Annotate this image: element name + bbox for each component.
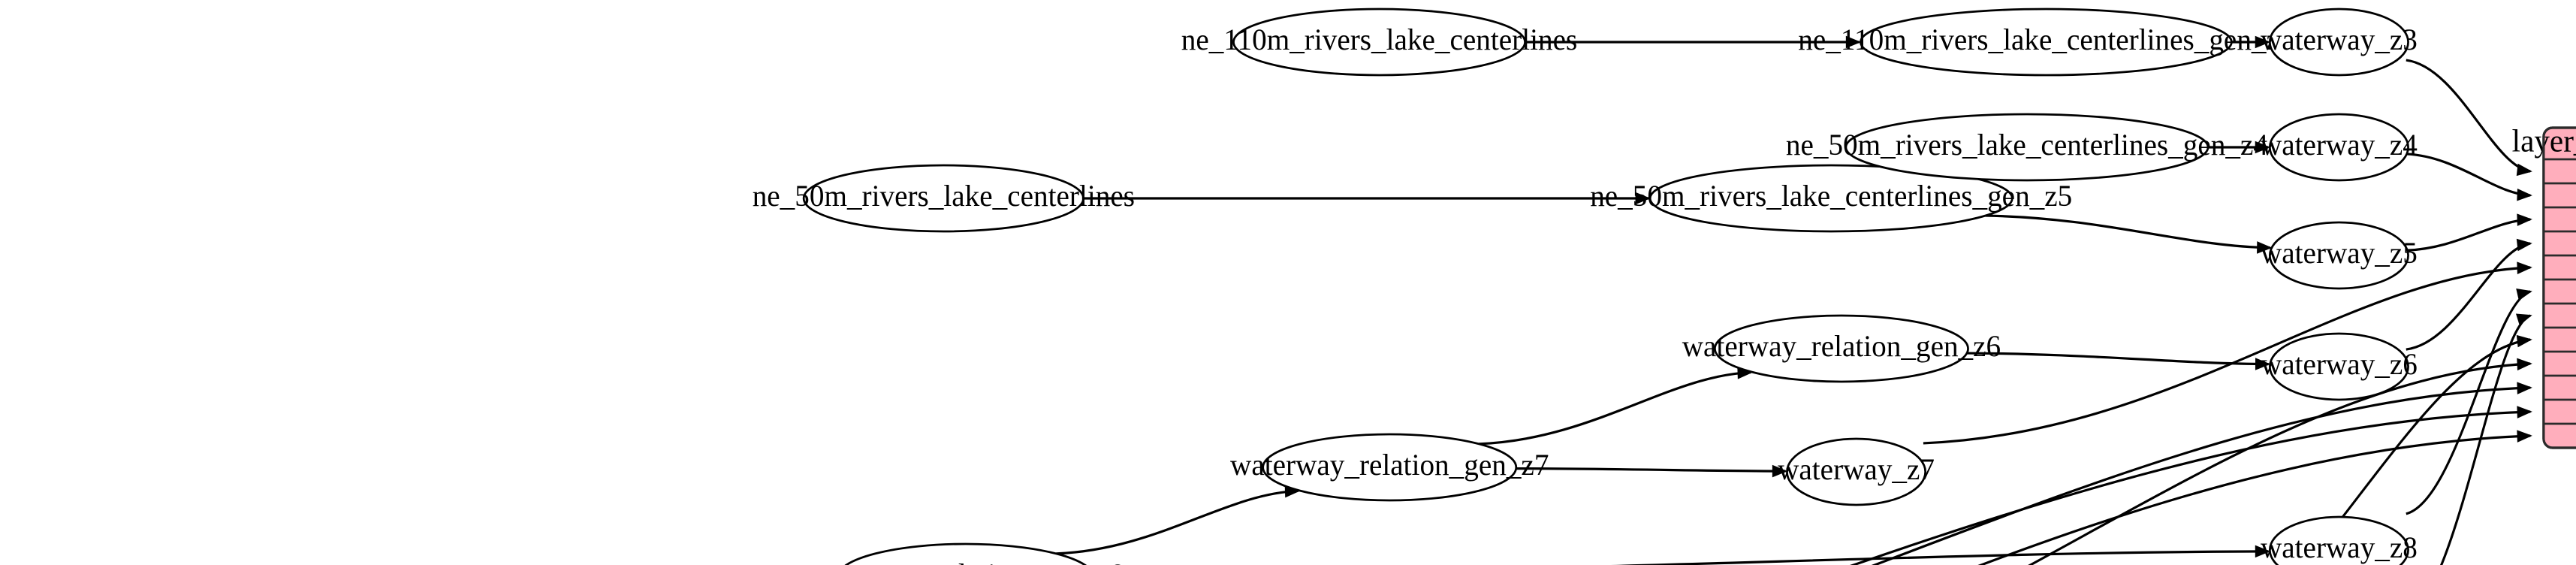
graph-edge xyxy=(2406,153,2531,197)
node-ellipse xyxy=(1786,437,1927,506)
node-label: ne_50m_rivers_lake_centerlines_gen_z4 xyxy=(1786,128,2268,162)
graph-edge xyxy=(1871,386,2531,565)
graph-node-waterway_z7[interactable]: waterway_z7 xyxy=(1778,437,1935,506)
layer-row-z9[interactable] xyxy=(2544,304,2576,328)
graph-edge xyxy=(1923,266,2531,445)
graph-edge xyxy=(1849,410,2531,565)
edge-arrowhead xyxy=(2516,334,2532,348)
layer-row-z8[interactable] xyxy=(2544,279,2576,304)
edge-arrowhead xyxy=(2517,213,2532,226)
node-ellipse xyxy=(2268,113,2409,182)
graph-node-waterway_relation_gen_z6[interactable]: waterway_relation_gen_z6 xyxy=(1682,314,2001,383)
layer-row-z10[interactable] xyxy=(2544,328,2576,352)
graph-node-waterway_relation_gen_z7[interactable]: waterway_relation_gen_z7 xyxy=(1230,433,1549,502)
edge-arrowhead xyxy=(2517,382,2532,394)
node-label: waterway_z4 xyxy=(2261,128,2418,162)
edges-layer xyxy=(1056,35,2532,565)
node-label: waterway_relation_gen_z6 xyxy=(1682,330,2001,363)
edge-arrowhead xyxy=(2517,406,2532,418)
layer-row-z4[interactable] xyxy=(2544,183,2576,207)
edge-arrowhead xyxy=(2516,163,2532,177)
edge-arrowhead xyxy=(1635,192,1651,205)
node-ellipse xyxy=(1860,8,2233,77)
node-label: waterway_z3 xyxy=(2261,23,2418,56)
graph-edge xyxy=(2439,314,2531,565)
node-label: ne_110m_rivers_lake_centerlines xyxy=(1181,23,1577,56)
edge-arrowhead xyxy=(2255,35,2270,49)
node-label: waterway_z7 xyxy=(1778,453,1935,486)
graph-node-waterway_z5[interactable]: waterway_z5 xyxy=(2261,221,2418,290)
layer-table-outline xyxy=(2542,126,2576,449)
edge-arrowhead xyxy=(2515,313,2532,326)
node-ellipse xyxy=(1648,164,2013,233)
edge-arrowhead xyxy=(2517,358,2532,371)
node-label: waterway_z6 xyxy=(2261,348,2418,381)
node-ellipse xyxy=(1845,113,2210,182)
node-ellipse xyxy=(1262,433,1518,502)
graph-edge xyxy=(2406,290,2531,515)
node-label: ne_50m_rivers_lake_centerlines_gen_z5 xyxy=(1590,180,2072,213)
node-label: waterway_z5 xyxy=(2261,237,2418,270)
graph-node-ne_50m_rivers_lake_centerlines[interactable]: ne_50m_rivers_lake_centerlines xyxy=(753,164,1135,233)
graph-edge xyxy=(1966,352,2269,366)
edge-arrowhead xyxy=(2517,188,2532,201)
graph-edge xyxy=(2406,242,2531,351)
edge-arrowhead xyxy=(1845,35,1862,49)
graph-node-waterway_z6[interactable]: waterway_z6 xyxy=(2261,332,2418,401)
graph-node-waterway_z3[interactable]: waterway_z3 xyxy=(2261,8,2418,77)
node-label: ne_110m_rivers_lake_centerlines_gen_z3 xyxy=(1798,23,2294,56)
node-label: waterway_relation_gen_z7 xyxy=(1230,449,1549,482)
layer-row-z11[interactable] xyxy=(2544,352,2576,376)
node-ellipse xyxy=(1232,8,1526,77)
graph-node-waterway_z4[interactable]: waterway_z4 xyxy=(2261,113,2418,182)
node-ellipse xyxy=(2268,332,2409,401)
node-label: ne_50m_rivers_lake_centerlines xyxy=(753,180,1135,213)
layer-row-z3[interactable] xyxy=(2544,159,2576,183)
graph-edge xyxy=(1056,489,1299,555)
node-ellipse xyxy=(1714,314,1969,383)
graph-node-ne_110m_rivers_lake_centerlines_gen_z3[interactable]: ne_110m_rivers_lake_centerlines_gen_z3 xyxy=(1798,8,2294,77)
node-label: waterway_relation_gen_z8 xyxy=(807,558,1125,565)
node-ellipse xyxy=(844,542,1087,565)
node-ellipse xyxy=(2268,515,2409,565)
node-label: waterway_z8 xyxy=(2261,531,2418,564)
edge-arrowhead xyxy=(2516,289,2532,301)
graph-edge xyxy=(1516,467,1786,473)
layer-row-z7[interactable] xyxy=(2544,255,2576,279)
node-ellipse xyxy=(2268,8,2409,77)
graph-node-waterway_relation_gen_z8[interactable]: waterway_relation_gen_z8 xyxy=(807,542,1125,565)
layer-waterway-table[interactable]: layer_waterwayz3z4z5z6z7z8z9z10z11z12z13… xyxy=(2512,123,2576,450)
graph-node-ne_110m_rivers_lake_centerlines[interactable]: ne_110m_rivers_lake_centerlines xyxy=(1181,8,1577,77)
edge-arrowhead xyxy=(2517,261,2532,274)
graph-edge xyxy=(2406,218,2531,252)
layer-row-z5[interactable] xyxy=(2544,207,2576,231)
graph-node-ne_50m_rivers_lake_centerlines_gen_z4[interactable]: ne_50m_rivers_lake_centerlines_gen_z4 xyxy=(1786,113,2268,182)
edge-arrowhead xyxy=(2516,238,2532,252)
edge-arrowhead xyxy=(2255,358,2271,370)
layer-row-z13[interactable] xyxy=(2544,400,2576,424)
layer-row-z12[interactable] xyxy=(2544,376,2576,400)
graph-edge xyxy=(1985,214,2270,249)
edge-arrowhead xyxy=(2255,545,2271,558)
edge-arrowhead xyxy=(2255,140,2270,154)
graph-edge xyxy=(1977,434,2531,565)
graph-edge xyxy=(1479,371,1751,446)
graph-node-waterway_z8[interactable]: waterway_z8 xyxy=(2261,515,2418,565)
edge-arrowhead xyxy=(2517,430,2532,443)
graph-edge xyxy=(1612,550,2269,565)
node-ellipse xyxy=(2268,221,2409,290)
graph-edge xyxy=(2406,59,2531,173)
nodes-layer: imposm3osm_waterway_relationosm_waterway… xyxy=(753,8,2418,565)
layer-row-z14+[interactable] xyxy=(2544,424,2576,448)
layer-row-z6[interactable] xyxy=(2544,231,2576,255)
edge-arrowhead xyxy=(2257,241,2273,254)
edge-arrowhead xyxy=(1772,464,1788,478)
node-ellipse xyxy=(802,164,1084,233)
graph-node-ne_50m_rivers_lake_centerlines_gen_z5[interactable]: ne_50m_rivers_lake_centerlines_gen_z5 xyxy=(1590,164,2072,233)
